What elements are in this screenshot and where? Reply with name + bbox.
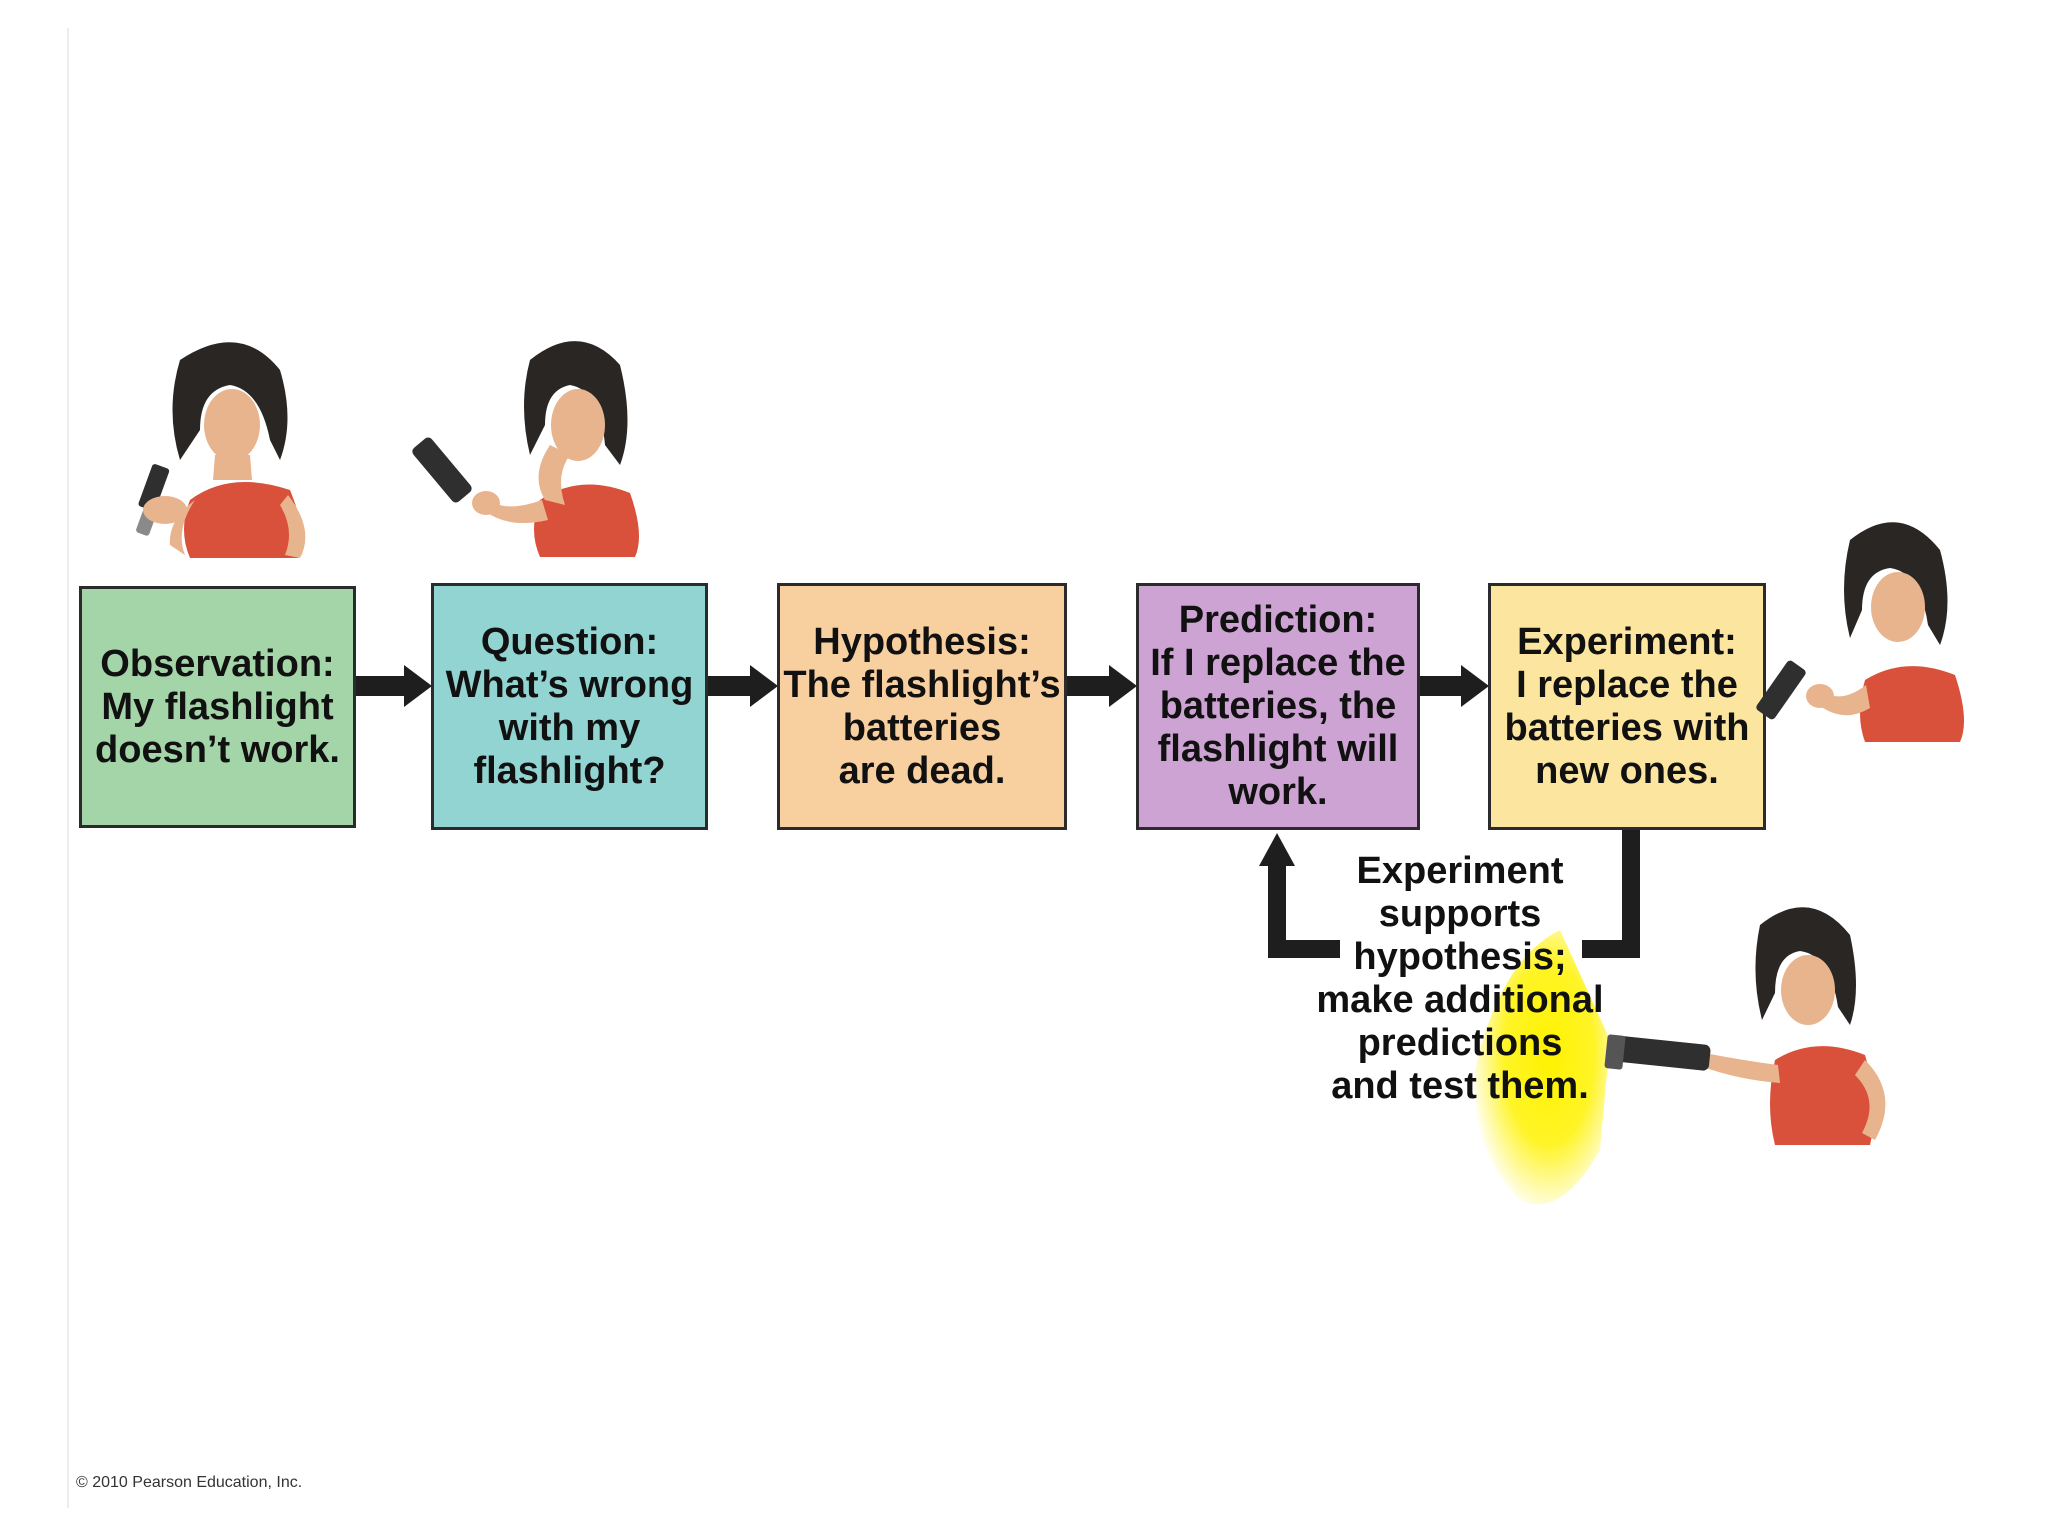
step-hypothesis-text: Hypothesis: The flashlight’s batteries a…: [783, 620, 1061, 792]
woman-examining-flashlight-icon: [136, 342, 306, 558]
step-prediction: Prediction: If I replace the batteries, …: [1136, 583, 1420, 830]
step-observation-text: Observation: My flashlight doesn’t work.: [95, 642, 340, 771]
woman-thinking-with-flashlight-icon: [412, 341, 639, 557]
woman-shining-flashlight-icon: [1604, 907, 1886, 1145]
arrow-observation-to-question: [356, 665, 432, 707]
arrow-prediction-to-experiment: [1420, 665, 1489, 707]
left-margin-rule: [67, 28, 69, 1508]
step-hypothesis: Hypothesis: The flashlight’s batteries a…: [777, 583, 1067, 830]
feedback-loop-label: Experiment supports hypothesis; make add…: [1316, 850, 1604, 1107]
step-experiment: Experiment: I replace the batteries with…: [1488, 583, 1766, 830]
flashlight-beam: [1474, 930, 1610, 1205]
copyright-notice: © 2010 Pearson Education, Inc.: [76, 1474, 303, 1491]
step-question-text: Question: What’s wrong with my flashligh…: [445, 620, 694, 792]
step-observation: Observation: My flashlight doesn’t work.: [79, 586, 356, 828]
step-question: Question: What’s wrong with my flashligh…: [431, 583, 708, 830]
arrow-question-to-hypothesis: [708, 665, 778, 707]
step-prediction-text: Prediction: If I replace the batteries, …: [1150, 599, 1406, 813]
step-experiment-text: Experiment: I replace the batteries with…: [1504, 620, 1750, 792]
woman-replacing-batteries-icon: [1756, 522, 1964, 742]
arrow-hypothesis-to-prediction: [1067, 665, 1137, 707]
feedback-loop-arrow: [1259, 830, 1640, 958]
